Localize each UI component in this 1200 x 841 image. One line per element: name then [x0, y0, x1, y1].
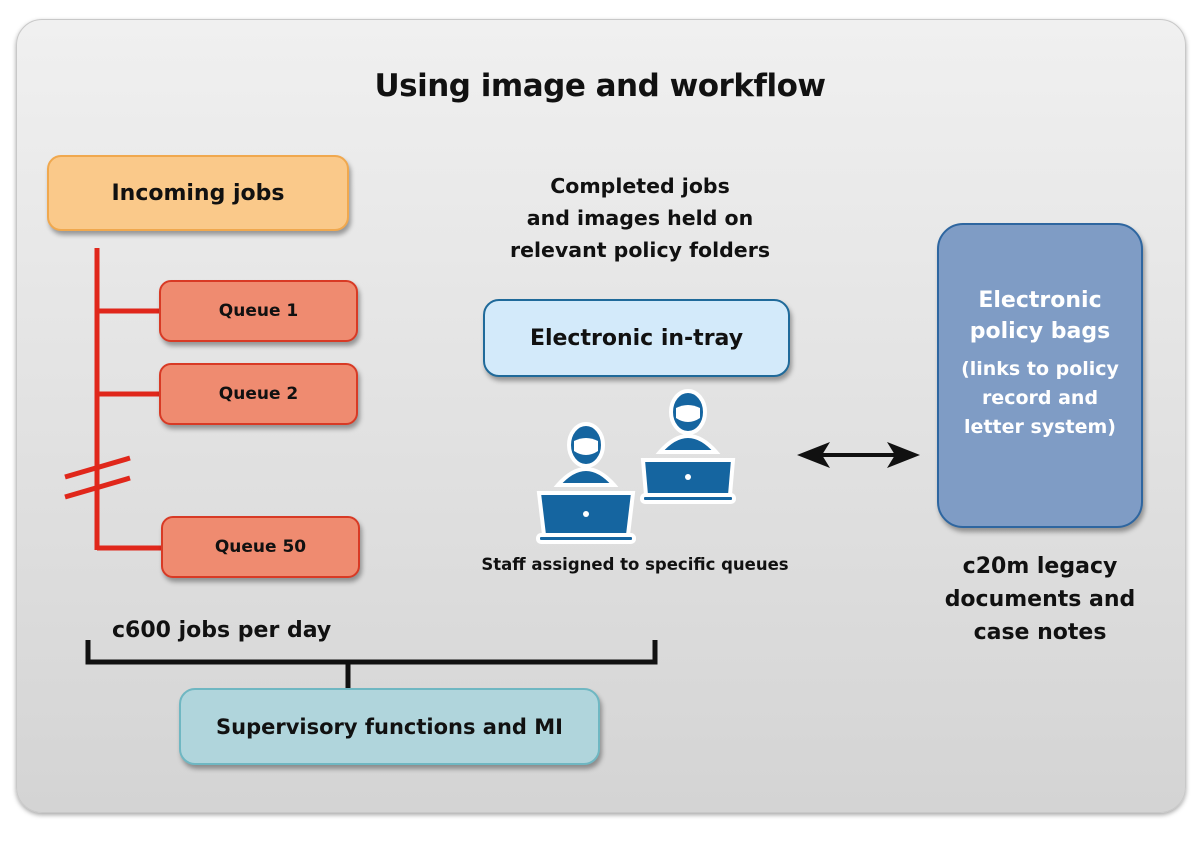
- note-line: Completed jobs: [550, 174, 730, 198]
- queue-label: Queue 50: [214, 537, 307, 557]
- policy-bags-box: Electronic policy bags (links to policy …: [937, 223, 1143, 528]
- note-line: case notes: [973, 620, 1107, 645]
- break-mark-2: [64, 475, 131, 500]
- jobs-per-day-note: c600 jobs per day: [112, 618, 332, 643]
- note-line: relevant policy folders: [509, 238, 771, 262]
- note-line: c20m legacy: [962, 554, 1118, 579]
- queue-box: Queue 1: [159, 280, 358, 342]
- title-line: policy bags: [969, 319, 1111, 344]
- queue-label: Queue 1: [218, 301, 299, 321]
- subtitle-line: (links to policy: [961, 358, 1119, 380]
- note-line: and images held on: [526, 206, 754, 230]
- queue-label: Queue 2: [218, 384, 299, 404]
- incoming-jobs-label: Incoming jobs: [111, 180, 285, 206]
- completed-jobs-note: Completed jobs and images held on releva…: [480, 170, 800, 266]
- electronic-in-tray-box: Electronic in-tray: [483, 299, 790, 377]
- in-tray-label: Electronic in-tray: [529, 325, 744, 351]
- staff-icon-2: [640, 389, 736, 504]
- queue-tree-lines: [64, 248, 162, 551]
- staff-caption: Staff assigned to specific queues: [481, 555, 789, 574]
- policy-bags-title: Electronic policy bags: [970, 285, 1110, 347]
- double-arrow-icon: [797, 442, 920, 468]
- jobs-bracket: [85, 640, 658, 690]
- subtitle-line: record and: [981, 387, 1099, 409]
- break-mark-1: [64, 455, 131, 480]
- incoming-jobs-box: Incoming jobs: [47, 155, 349, 231]
- diagram-title: Using image and workflow: [374, 68, 826, 104]
- staff-icon-1: [536, 422, 636, 544]
- policy-bags-subtitle: (links to policy record and letter syste…: [961, 355, 1119, 442]
- supervisory-box: Supervisory functions and MI: [179, 688, 600, 765]
- title-line: Electronic: [978, 288, 1102, 313]
- supervisory-label: Supervisory functions and MI: [216, 714, 563, 739]
- legacy-documents-note: c20m legacy documents and case notes: [920, 550, 1160, 649]
- queue-box: Queue 50: [161, 516, 360, 578]
- subtitle-line: letter system): [964, 416, 1116, 438]
- queue-box: Queue 2: [159, 363, 358, 425]
- note-line: documents and: [944, 587, 1136, 612]
